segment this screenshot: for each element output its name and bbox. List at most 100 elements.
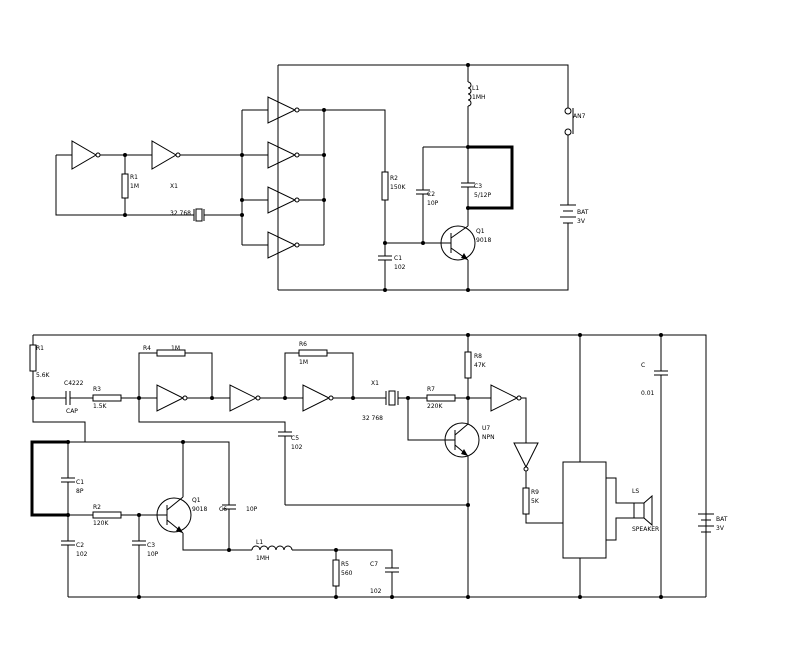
label-top-l1: L1 (472, 85, 479, 92)
label-bot-cap: CAP (66, 408, 78, 415)
label-bot-r1: R1 (36, 345, 44, 352)
label-bot-u7: U7 (482, 425, 490, 432)
bottom-circuit: R1 5.6K C4222 CAP R3 1.5K R4 1M R6 1M X1… (29, 333, 728, 599)
label-bot-ls: LS (632, 488, 639, 495)
label-bot-r8-val: 47K (474, 362, 487, 369)
top-crystal (193, 208, 205, 222)
label-top-bat-val: 3V (577, 218, 586, 225)
label-bot-r7: R7 (427, 386, 435, 393)
label-bot-q1-val: 9018 (192, 506, 207, 513)
top-c1-capacitor (378, 243, 392, 290)
top-c2-capacitor (416, 189, 430, 243)
label-bot-c6-val: 10P (246, 506, 258, 513)
top-circuit: R1 1M X1 32 768 L1 1MH AN7 R2 150K C2 10… (55, 63, 589, 292)
label-top-l1-val: 1MH (472, 94, 486, 101)
label-bot-r2-val: 120K (93, 520, 109, 527)
label-bot-r5: R5 (341, 561, 349, 568)
label-bot-r3-val: 1.5K (93, 403, 108, 410)
label-top-q1-val: 9018 (476, 237, 491, 244)
label-bot-r1-val: 5.6K (36, 372, 51, 379)
top-switch (564, 107, 574, 205)
bottom-r3-resistor (92, 394, 122, 402)
label-top-r1: R1 (130, 174, 138, 181)
bottom-buffer-2 (513, 442, 539, 472)
label-bot-c5-val: 102 (291, 444, 303, 451)
label-bot-r9: R9 (531, 489, 539, 496)
label-top-c1: C1 (394, 255, 402, 262)
label-bot-r2: R2 (93, 504, 101, 511)
bottom-c1-capacitor (61, 477, 75, 541)
label-bot-c: C (641, 362, 645, 369)
top-r1-resistor (121, 155, 129, 215)
label-top-r2: R2 (390, 175, 398, 182)
label-bot-r5-val: 560 (341, 570, 353, 577)
bottom-u7-transistor (444, 422, 480, 458)
label-bot-c5: C5 (291, 435, 299, 442)
label-top-c3: C3 (474, 183, 482, 190)
bottom-buffer-1 (490, 384, 522, 412)
label-bot-c1: C1 (76, 479, 84, 486)
bottom-inverter-1 (156, 384, 188, 412)
label-bot-c2: C2 (76, 542, 84, 549)
top-inverter-2 (151, 140, 181, 170)
bottom-c7-capacitor (385, 567, 399, 597)
bottom-r6-resistor (298, 349, 328, 357)
label-bot-xtal: 32 768 (362, 415, 383, 422)
label-bot-c6: C6 (219, 506, 227, 513)
label-bot-r4-val: 1M (171, 345, 180, 352)
top-c3-capacitor (461, 147, 475, 226)
bottom-r5-resistor (332, 550, 340, 597)
label-bot-c2-val: 102 (76, 551, 88, 558)
speaker-icon (633, 494, 653, 527)
bottom-c-capacitor (654, 370, 668, 597)
label-top-c2: C2 (427, 191, 435, 198)
bottom-r1-resistor (29, 344, 37, 398)
label-bot-r6-val: 1M (299, 359, 308, 366)
label-bot-c7-val: 102 (370, 588, 382, 595)
label-bot-r3: R3 (93, 386, 101, 393)
bottom-r7-resistor (426, 394, 456, 402)
top-r2-resistor (381, 171, 389, 243)
label-bot-c3: C3 (147, 542, 155, 549)
label-top-c2-val: 10P (427, 200, 439, 207)
top-buffer-2 (267, 141, 300, 169)
bottom-c5-capacitor (278, 431, 292, 505)
label-top-xtal: 32 768 (170, 210, 191, 217)
label-top-x1: X1 (170, 183, 178, 190)
label-top-r1-val: 1M (130, 183, 139, 190)
label-bot-q1: Q1 (192, 497, 201, 504)
bottom-l1-inductor (251, 545, 293, 551)
bottom-c3-capacitor (132, 515, 146, 597)
top-buffer-4 (267, 231, 300, 259)
bottom-c6-capacitor (222, 504, 236, 550)
top-inverter-1 (71, 140, 101, 170)
label-bot-r4: R4 (143, 345, 151, 352)
label-bot-speaker: SPEAKER (632, 526, 659, 533)
bottom-r2-resistor (92, 511, 122, 519)
bottom-r8-resistor (464, 351, 472, 379)
label-bot-r8: R8 (474, 353, 482, 360)
bottom-q1-transistor (156, 496, 192, 534)
label-bot-l1: L1 (256, 539, 263, 546)
label-top-r2-val: 150K (390, 184, 406, 191)
bottom-r9-resistor (522, 487, 530, 515)
label-bot-bat: BAT (716, 516, 728, 523)
top-buffer-3 (267, 186, 300, 214)
bottom-amp-block (562, 461, 607, 559)
label-bot-c3-val: 10P (147, 551, 159, 558)
label-top-bat: BAT (577, 209, 589, 216)
top-q1-transistor (440, 225, 476, 261)
top-battery (560, 204, 576, 228)
label-top-c1-val: 102 (394, 264, 406, 271)
bottom-crystal (385, 390, 399, 406)
top-l1-inductor (467, 65, 472, 147)
label-top-c3-val: 5/12P (474, 192, 491, 199)
label-bot-c4: C4222 (64, 380, 84, 387)
label-bot-r7-val: 220K (427, 403, 443, 410)
label-bot-l1-val: 1MH (256, 555, 270, 562)
bottom-battery (698, 513, 714, 533)
label-bot-r9-val: 5K (531, 498, 540, 505)
label-bot-c1-val: 8P (76, 488, 84, 495)
label-bot-c-val: 0.01 (641, 390, 655, 397)
